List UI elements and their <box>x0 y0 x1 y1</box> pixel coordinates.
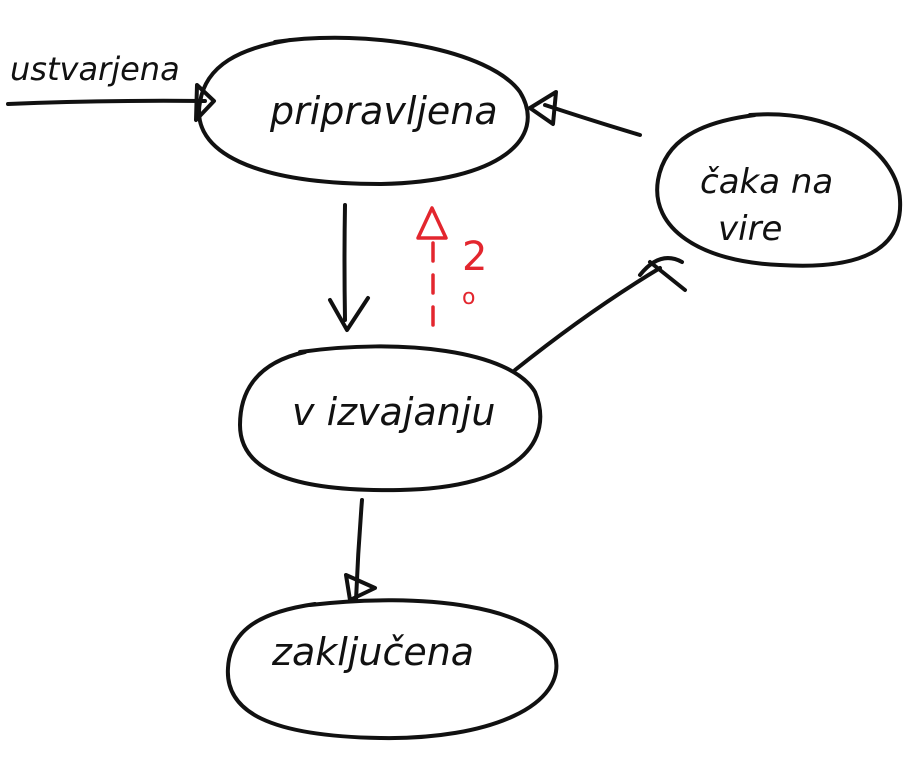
red-preempt-arrow: 2 o <box>416 206 487 327</box>
state-pripravljena-label: pripravljena <box>269 89 498 133</box>
red-annotation-mark: o <box>462 285 475 310</box>
state-caka-na-vire-label-1: čaka na <box>700 162 833 202</box>
entry-arrowhead <box>194 83 216 122</box>
arrow-pripravljena-to-izvajanju <box>342 203 347 322</box>
state-zakljucena-label: zaključena <box>271 630 474 674</box>
arrow-caka-to-pripravljena <box>543 103 642 137</box>
state-v-izvajanju-label: v izvajanju <box>292 390 495 434</box>
state-caka-na-vire-label-2: vire <box>718 209 782 249</box>
state-v-izvajanju: v izvajanju <box>238 344 543 493</box>
arrow-izvajanju-to-caka <box>513 266 662 372</box>
state-v-izvajanju-ellipse <box>238 344 543 493</box>
red-annotation-number: 2 <box>462 234 487 280</box>
entry-arrow-line <box>6 98 207 106</box>
state-caka-na-vire: čaka na vire <box>655 112 903 268</box>
state-zakljucena: zaključena <box>225 598 559 741</box>
arrow-izvajanju-to-zakljucena-head <box>344 573 377 602</box>
state-caka-na-vire-ellipse <box>655 112 903 268</box>
arrow-caka-to-pripravljena-head <box>528 90 558 126</box>
state-zakljucena-ellipse <box>225 598 559 741</box>
entry-label: ustvarjena <box>10 50 180 88</box>
arrow-izvajanju-to-caka-head <box>638 256 687 292</box>
state-pripravljena: pripravljena <box>197 35 530 186</box>
arrow-izvajanju-to-zakljucena <box>354 498 364 602</box>
red-arrowhead <box>416 206 448 240</box>
state-pripravljena-ellipse <box>197 35 530 186</box>
arrow-pripravljena-to-izvajanju-head <box>328 296 370 332</box>
